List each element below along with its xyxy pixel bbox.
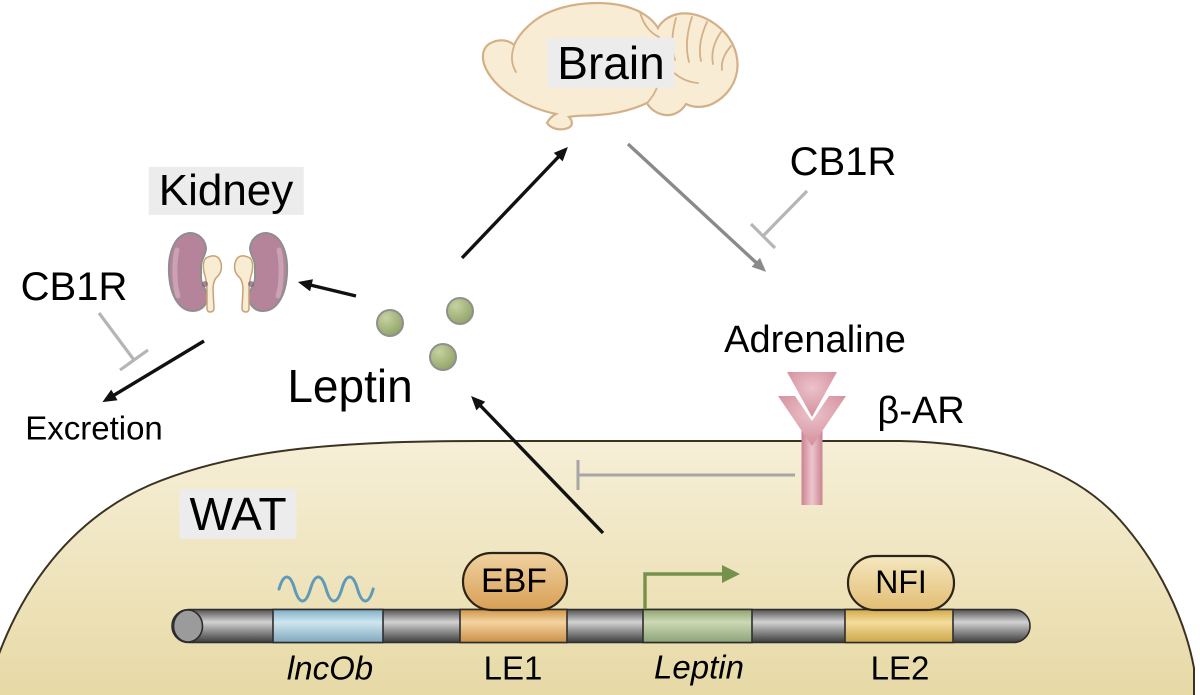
cb1r-left-label: CB1R xyxy=(20,265,128,309)
adrenaline-label: Adrenaline xyxy=(724,319,906,362)
ebf-label: EBF xyxy=(480,562,548,601)
adrenaline-ligand-icon xyxy=(787,372,837,417)
le1-segment xyxy=(459,608,568,644)
ebf-protein xyxy=(461,551,569,612)
kidney-label: Kidney xyxy=(148,166,304,216)
beta-ar-receptor xyxy=(778,372,846,505)
brain-label: Brain xyxy=(547,37,675,89)
wat-label: WAT xyxy=(179,488,297,540)
cb1r-right-inhibition-tbar xyxy=(749,189,809,250)
rna-wave-icon xyxy=(277,575,375,603)
wat-cell xyxy=(0,440,1195,695)
leptin-to-brain-arrow xyxy=(460,146,568,260)
lncob-segment-label: lncOb xyxy=(286,649,374,687)
nfi-protein xyxy=(846,554,956,612)
excretion-label: Excretion xyxy=(25,409,163,447)
gene-bar xyxy=(171,608,1031,644)
le1-segment-label: LE1 xyxy=(483,649,543,687)
leptin-molecules xyxy=(376,297,474,371)
cb1r-right-label: CB1R xyxy=(789,140,897,184)
leptin-gene-segment xyxy=(642,608,753,644)
beta-ar-label: β-AR xyxy=(877,390,965,433)
betaar-inhibits-leptin-tbar xyxy=(576,460,795,490)
kidney-illustration xyxy=(167,231,289,313)
leptin-gene-label: Leptin xyxy=(654,648,744,686)
transcription-arrow-icon xyxy=(643,565,740,609)
lncob-segment xyxy=(272,608,384,644)
brain-to-adrenaline-arrow xyxy=(626,142,767,272)
gene-to-leptin-arrow xyxy=(471,395,605,535)
cb1r-left-inhibition-tbar xyxy=(97,312,149,372)
le2-segment-label: LE2 xyxy=(870,649,930,687)
le2-segment xyxy=(844,608,954,644)
gene-bar-left-cap xyxy=(172,609,204,643)
nfi-label: NFI xyxy=(875,564,927,601)
leptin-hormone-label: Leptin xyxy=(287,359,413,412)
leptin-to-kidney-arrow xyxy=(297,279,357,298)
kidney-to-excretion-arrow xyxy=(102,339,205,403)
